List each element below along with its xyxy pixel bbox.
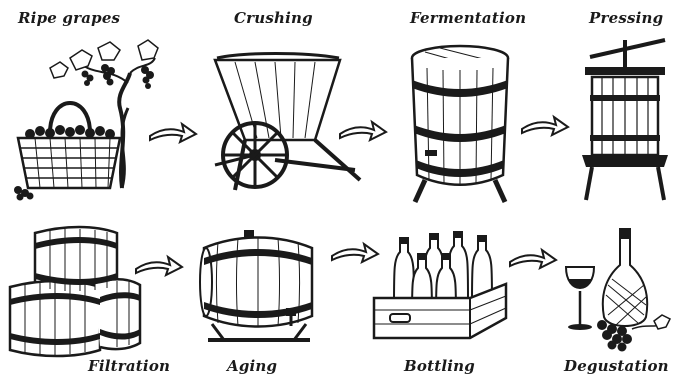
stacked-barrels-icon [5,225,145,360]
fermentation-vat-icon [405,40,515,205]
right-arrow-icon [338,118,388,144]
step-label-ripe-grapes: Ripe grapes [18,9,121,27]
grapes-basket-vine-icon [10,38,160,201]
step-label-filtration: Filtration [88,357,171,375]
right-arrow-icon [520,113,570,139]
right-arrow-icon [508,246,558,272]
grape-crusher-icon [205,50,365,200]
aging-barrel-icon [198,228,318,353]
step-label-fermentation: Fermentation [410,9,527,27]
wine-glass-bottle-icon [562,225,672,355]
bottle-crate-icon [370,228,510,353]
right-arrow-icon [330,240,380,266]
step-label-crushing: Crushing [234,9,313,27]
wine-press-icon [580,35,670,205]
right-arrow-icon [134,253,184,279]
step-label-degustation: Degustation [564,357,669,375]
step-label-pressing: Pressing [589,9,664,27]
right-arrow-icon [148,120,198,146]
step-label-bottling: Bottling [404,357,475,375]
step-label-aging: Aging [227,357,278,375]
